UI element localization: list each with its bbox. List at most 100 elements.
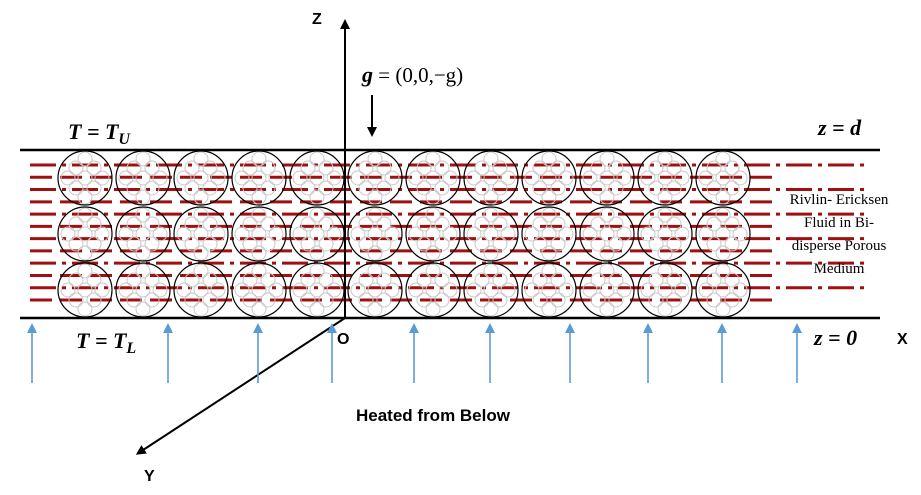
mesh-cell — [599, 170, 615, 186]
mesh-cell — [300, 236, 316, 252]
mesh-cell — [126, 180, 142, 196]
z-axis-label: Z — [312, 11, 322, 28]
grain-mesh — [234, 263, 284, 317]
mesh-cell — [582, 170, 598, 186]
mesh-cell — [715, 282, 731, 298]
mesh-cell — [474, 272, 490, 288]
mesh-cell — [524, 226, 540, 242]
mesh-cell — [425, 170, 441, 186]
mesh-cell — [193, 189, 209, 205]
mesh-cell — [367, 245, 383, 261]
mesh-cell — [251, 282, 267, 298]
porous-grain — [231, 206, 287, 262]
grain-mesh — [466, 207, 516, 261]
grain-mesh — [60, 263, 110, 317]
mesh-cell — [599, 207, 615, 223]
mesh-cell — [483, 301, 499, 317]
mesh-cell — [318, 272, 334, 288]
grain-mesh — [176, 263, 226, 317]
mesh-cell — [318, 236, 334, 252]
mesh-cell — [292, 170, 308, 186]
mesh-cell — [251, 263, 267, 279]
mesh-cell — [425, 282, 441, 298]
mesh-cell — [234, 170, 250, 186]
porous-grain — [637, 206, 693, 262]
mesh-cell — [94, 282, 110, 298]
porous-grain — [57, 150, 113, 206]
mesh-cell — [367, 189, 383, 205]
mesh-cell — [309, 263, 325, 279]
mesh-cell — [384, 282, 400, 298]
mesh-cell — [118, 226, 134, 242]
mesh-cell — [550, 292, 566, 308]
mesh-cell — [425, 189, 441, 205]
mesh-cell — [242, 236, 258, 252]
mesh-cell — [532, 160, 548, 176]
mesh-cell — [724, 160, 740, 176]
mesh-cell — [126, 216, 142, 232]
mesh-cell — [715, 207, 731, 223]
mesh-cell — [483, 226, 499, 242]
mesh-cell — [500, 170, 516, 186]
grain-mesh — [698, 263, 748, 317]
mesh-cell — [184, 180, 200, 196]
grain-mesh — [350, 207, 400, 261]
mesh-cell — [86, 216, 102, 232]
mesh-cell — [492, 180, 508, 196]
porous-grain — [695, 206, 751, 262]
mesh-cell — [68, 160, 84, 176]
mesh-cell — [184, 272, 200, 288]
mesh-cell — [416, 216, 432, 232]
mesh-cell — [442, 282, 458, 298]
mesh-cell — [77, 301, 93, 317]
grain-outline — [289, 262, 345, 318]
mesh-cell — [367, 151, 383, 167]
mesh-cell — [608, 272, 624, 288]
mesh-cell — [193, 151, 209, 167]
mesh-cell — [666, 272, 682, 288]
grain-mesh — [582, 207, 632, 261]
mesh-cell — [416, 180, 432, 196]
mesh-cell — [326, 282, 342, 298]
mesh-cell — [434, 216, 450, 232]
mesh-cell — [86, 236, 102, 252]
mesh-cell — [500, 282, 516, 298]
mesh-cell — [599, 263, 615, 279]
mesh-cell — [657, 226, 673, 242]
mesh-cell — [648, 236, 664, 252]
mesh-cell — [657, 245, 673, 261]
porous-grain — [463, 262, 519, 318]
mesh-cell — [144, 160, 160, 176]
mesh-cell — [666, 180, 682, 196]
mesh-cell — [176, 226, 192, 242]
mesh-cell — [77, 189, 93, 205]
mesh-cell — [260, 272, 276, 288]
grain-outline — [57, 262, 113, 318]
mesh-cell — [715, 189, 731, 205]
mesh-cell — [202, 180, 218, 196]
grain-mesh — [698, 207, 748, 261]
mesh-cell — [558, 282, 574, 298]
mesh-cell — [86, 180, 102, 196]
mesh-cell — [260, 180, 276, 196]
mesh-cell — [532, 292, 548, 308]
mesh-cell — [326, 170, 342, 186]
y-axis-label: Y — [144, 468, 155, 485]
mesh-cell — [251, 301, 267, 317]
mesh-cell — [706, 216, 722, 232]
grain-mesh — [408, 263, 458, 317]
mesh-cell — [176, 282, 192, 298]
mesh-cell — [376, 272, 392, 288]
mesh-cell — [193, 170, 209, 186]
mesh-cell — [135, 245, 151, 261]
mesh-cell — [260, 292, 276, 308]
mesh-cell — [590, 236, 606, 252]
mesh-cell — [77, 263, 93, 279]
mesh-cell — [483, 282, 499, 298]
grain-mesh — [640, 207, 690, 261]
mesh-cell — [376, 216, 392, 232]
mesh-cell — [300, 272, 316, 288]
mesh-cell — [193, 301, 209, 317]
lower-position-label: z = 0 — [813, 325, 857, 350]
mesh-cell — [616, 282, 632, 298]
